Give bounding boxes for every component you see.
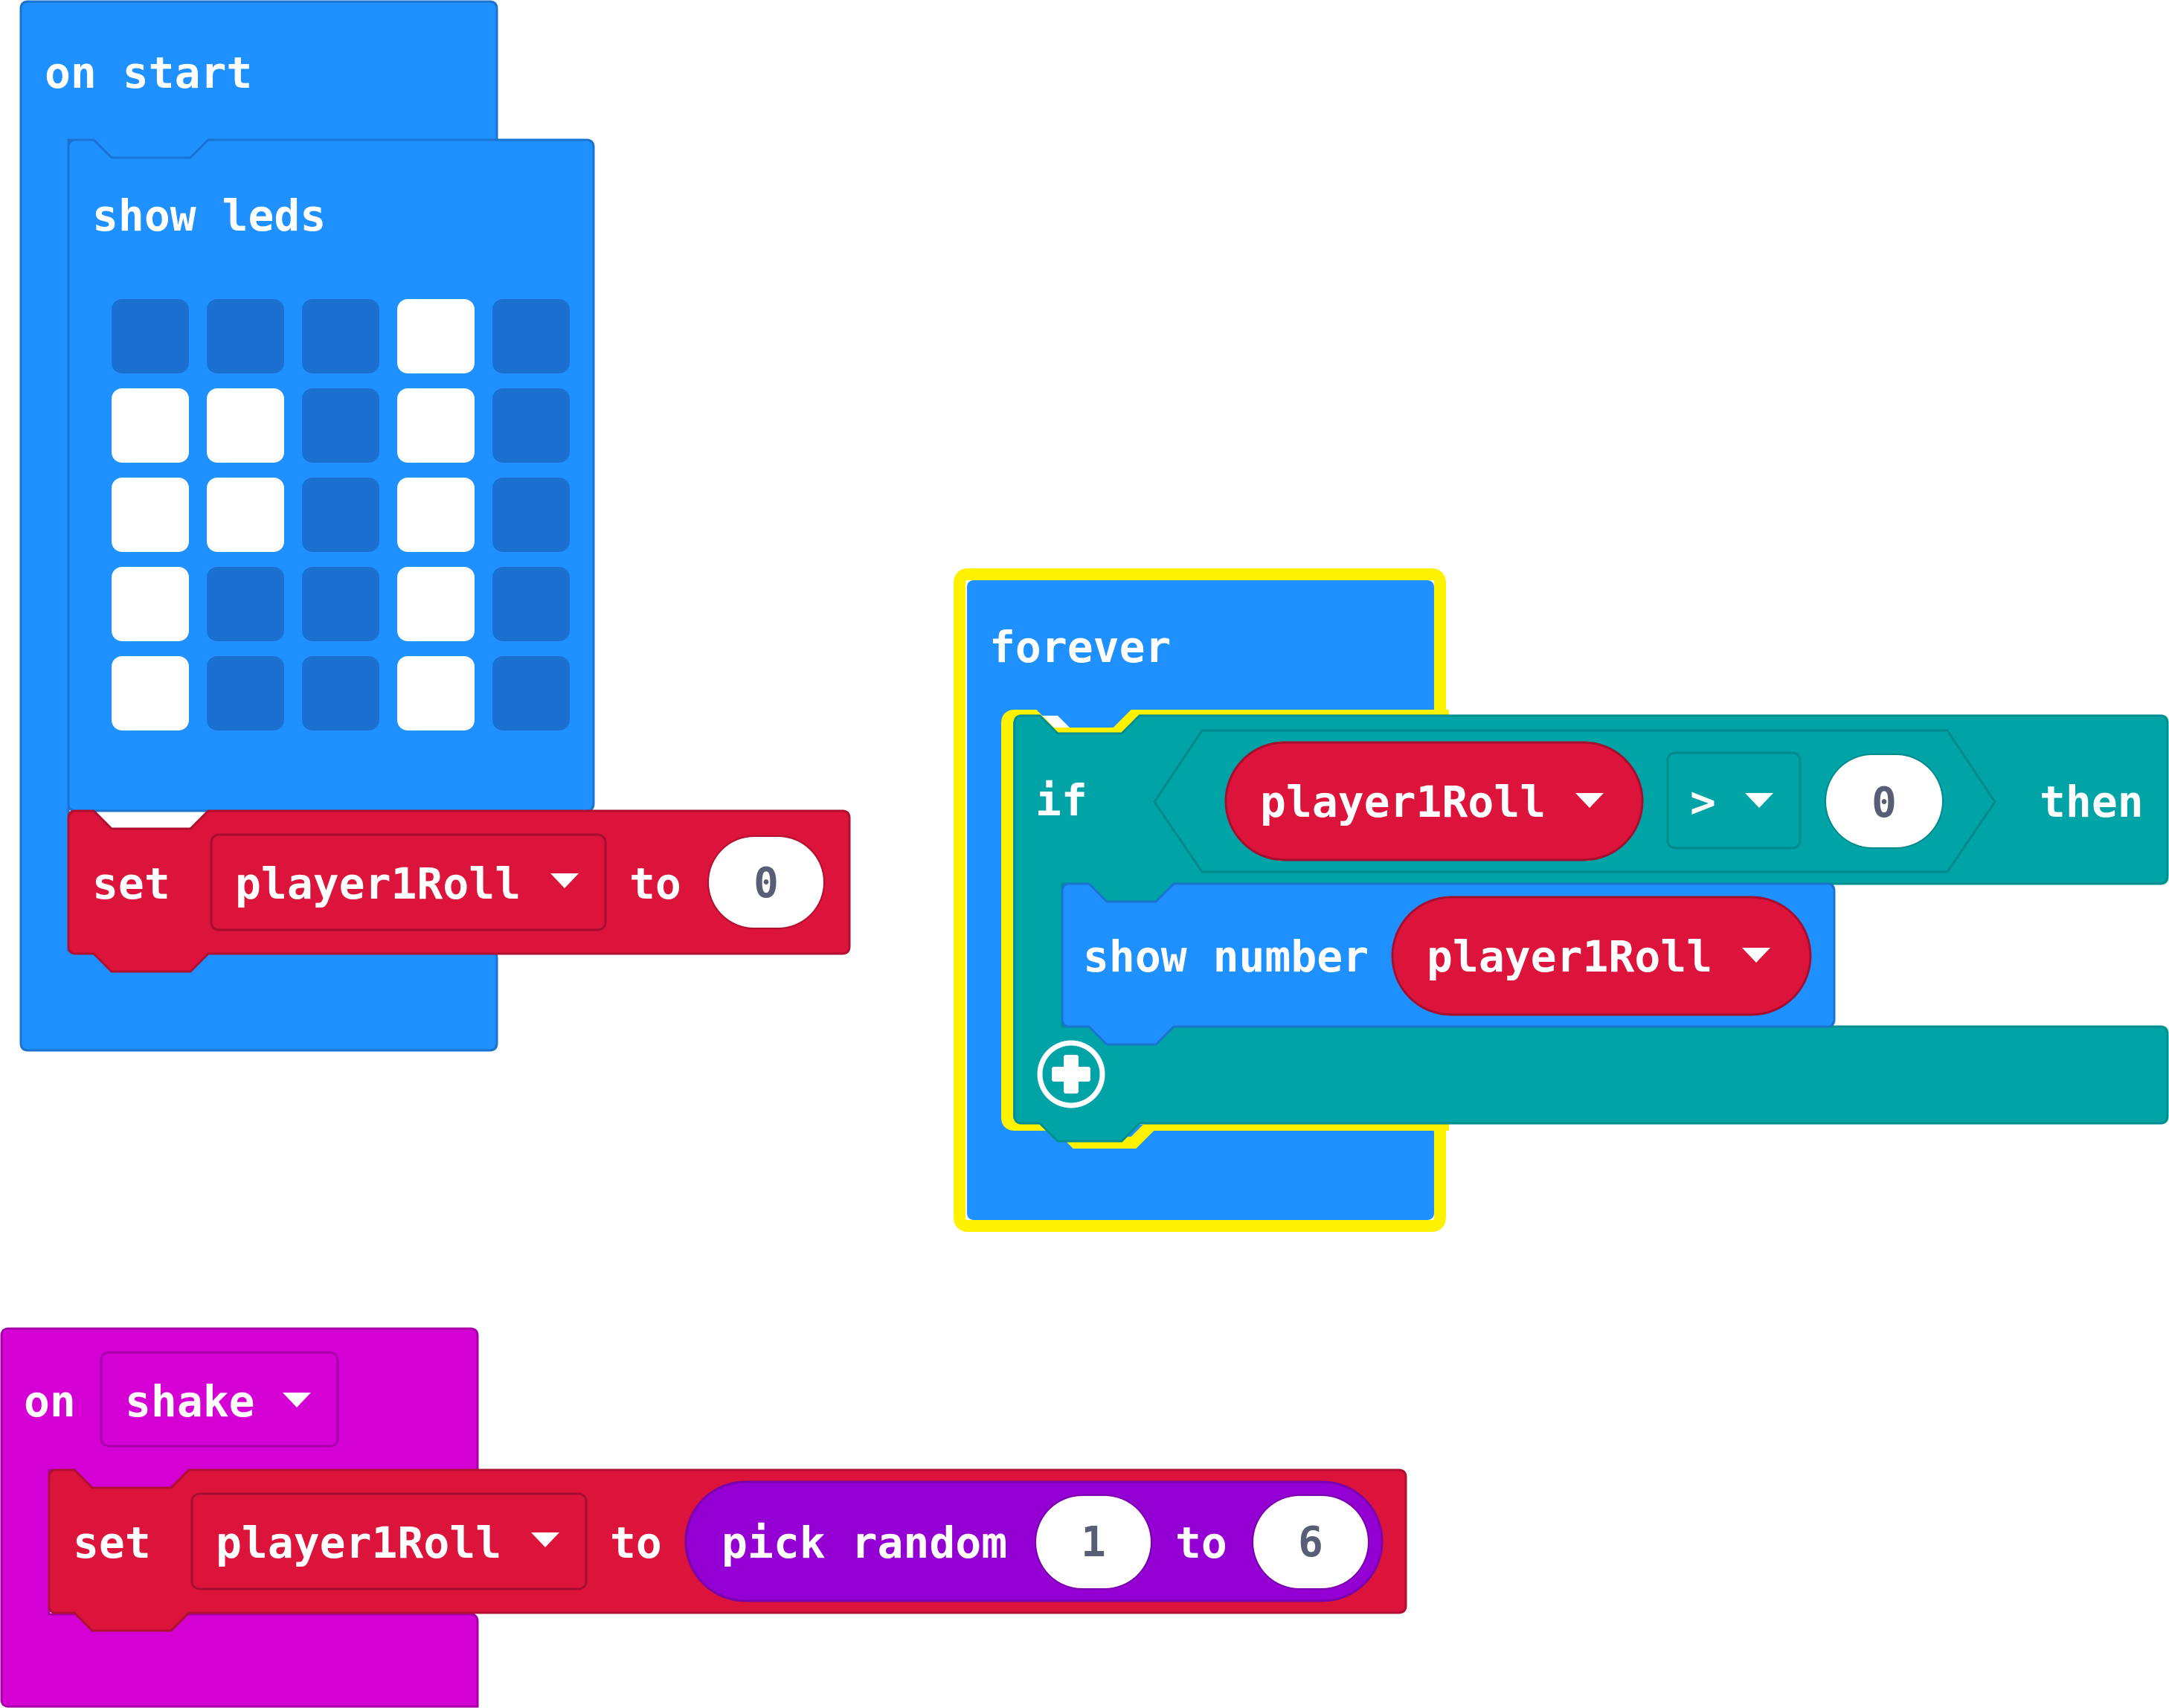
led-1-1[interactable] — [207, 388, 284, 463]
pick-random-label: pick random — [722, 1518, 1007, 1568]
led-3-0[interactable] — [112, 567, 189, 641]
on-start-label: on start — [45, 48, 252, 98]
condition-variable-name: player1Roll — [1260, 777, 1546, 827]
show-number-variable-name: player1Roll — [1427, 931, 1712, 982]
led-3-3[interactable] — [397, 567, 475, 641]
random-to-text: 6 — [1298, 1518, 1323, 1567]
then-label: then — [2040, 777, 2144, 827]
set-label: set — [73, 1518, 151, 1568]
dropdown-arrow-icon — [550, 873, 579, 888]
dropdown-arrow-icon — [283, 1393, 311, 1407]
show-number-variable-reporter[interactable]: player1Roll — [1391, 896, 1812, 1016]
show-leds-label: show leds — [92, 190, 326, 241]
set-block-start[interactable]: set player1Roll to 0 — [67, 809, 851, 973]
to-label: to — [610, 1518, 662, 1568]
variable-dropdown[interactable]: player1Roll — [210, 833, 607, 931]
set-label: set — [92, 858, 170, 909]
led-2-4[interactable] — [492, 478, 570, 552]
to-label: to — [629, 858, 681, 909]
show-number-label: show number — [1083, 931, 1369, 982]
forever-block-body[interactable] — [967, 580, 1434, 1220]
random-to-input[interactable]: 6 — [1252, 1494, 1369, 1590]
led-0-1[interactable] — [207, 299, 284, 373]
led-1-2[interactable] — [302, 388, 379, 463]
led-4-4[interactable] — [492, 656, 570, 731]
dropdown-arrow-icon — [1742, 948, 1770, 963]
led-4-2[interactable] — [302, 656, 379, 731]
led-2-2[interactable] — [302, 478, 379, 552]
led-1-0[interactable] — [112, 388, 189, 463]
gesture-text: shake — [125, 1376, 255, 1427]
led-3-2[interactable] — [302, 567, 379, 641]
variable-name: player1Roll — [216, 1518, 501, 1568]
led-0-3[interactable] — [397, 299, 475, 373]
led-0-0[interactable] — [112, 299, 189, 373]
led-4-1[interactable] — [207, 656, 284, 731]
led-1-3[interactable] — [397, 388, 475, 463]
on-label: on — [24, 1376, 76, 1427]
operator-text: > — [1690, 777, 1716, 827]
led-0-4[interactable] — [492, 299, 570, 373]
comparison-block[interactable]: player1Roll > 0 — [1153, 729, 1996, 873]
led-grid[interactable] — [112, 299, 570, 731]
random-from-input[interactable]: 1 — [1035, 1494, 1152, 1590]
add-else-button[interactable] — [1037, 1040, 1105, 1108]
if-label: if — [1035, 775, 1087, 826]
condition-variable-reporter[interactable]: player1Roll — [1224, 741, 1644, 861]
led-4-0[interactable] — [112, 656, 189, 731]
show-number-block[interactable]: show number player1Roll — [1061, 882, 1836, 1046]
compare-value-text: 0 — [1871, 779, 1897, 827]
gesture-dropdown[interactable]: shake — [100, 1351, 339, 1448]
led-3-4[interactable] — [492, 567, 570, 641]
led-0-2[interactable] — [302, 299, 379, 373]
led-1-4[interactable] — [492, 388, 570, 463]
dropdown-arrow-icon — [531, 1532, 559, 1547]
led-2-3[interactable] — [397, 478, 475, 552]
show-leds-block[interactable]: show leds — [67, 138, 595, 812]
led-3-1[interactable] — [207, 567, 284, 641]
variable-dropdown[interactable]: player1Roll — [190, 1492, 588, 1590]
random-from-text: 1 — [1081, 1518, 1106, 1567]
forever-selection-outline — [954, 568, 1446, 1232]
dropdown-arrow-icon — [1745, 793, 1773, 808]
on-shake-block[interactable]: on shake — [0, 1327, 479, 1708]
forever-label: forever — [989, 622, 1171, 672]
compare-value-input[interactable]: 0 — [1825, 754, 1944, 849]
operator-dropdown[interactable]: > — [1666, 751, 1802, 850]
to-label: to — [1175, 1518, 1227, 1568]
value-input[interactable]: 0 — [707, 835, 825, 929]
led-2-1[interactable] — [207, 478, 284, 552]
led-2-0[interactable] — [112, 478, 189, 552]
led-4-3[interactable] — [397, 656, 475, 731]
pick-random-block[interactable]: pick random 1 to 6 — [684, 1480, 1384, 1602]
if-block[interactable]: if player1Roll > 0 then — [1001, 710, 2169, 1149]
forever-block[interactable]: forever — [954, 568, 1446, 1232]
value-text: 0 — [753, 859, 779, 908]
variable-name: player1Roll — [235, 858, 521, 909]
dropdown-arrow-icon — [1575, 793, 1604, 808]
set-block-shake[interactable]: set player1Roll to pick random 1 to 6 — [48, 1468, 1407, 1632]
